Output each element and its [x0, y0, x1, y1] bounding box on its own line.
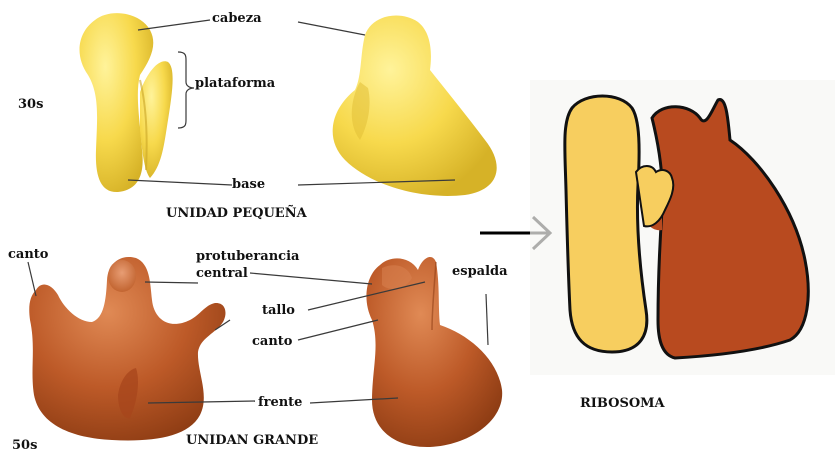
- label-50s: 50s: [12, 438, 37, 453]
- label-ribosoma: RIBOSOMA: [580, 396, 665, 411]
- label-frente: frente: [258, 395, 302, 410]
- label-cabeza: cabeza: [212, 11, 262, 26]
- label-base: base: [232, 177, 265, 192]
- label-30s: 30s: [18, 97, 43, 112]
- label-central: central: [196, 266, 248, 281]
- small-subunit-side-view: [80, 13, 173, 192]
- label-espalda: espalda: [452, 264, 508, 279]
- label-unidad-pequena: UNIDAD PEQUEÑA: [166, 206, 307, 221]
- label-plataforma: plataforma: [195, 76, 275, 91]
- large-subunit-front-view: [29, 257, 225, 440]
- plataforma-bracket: [178, 52, 194, 128]
- large-subunit-side-view: [366, 257, 502, 447]
- small-subunit-front-view: [333, 16, 497, 196]
- ribosome-assembly: [530, 80, 835, 375]
- label-unidan-grande: UNIDAN GRANDE: [186, 433, 318, 448]
- label-protuberancia: protuberancia: [196, 249, 299, 264]
- label-canto-mid: canto: [252, 334, 292, 349]
- label-tallo: tallo: [262, 303, 295, 318]
- label-canto-left: canto: [8, 247, 48, 262]
